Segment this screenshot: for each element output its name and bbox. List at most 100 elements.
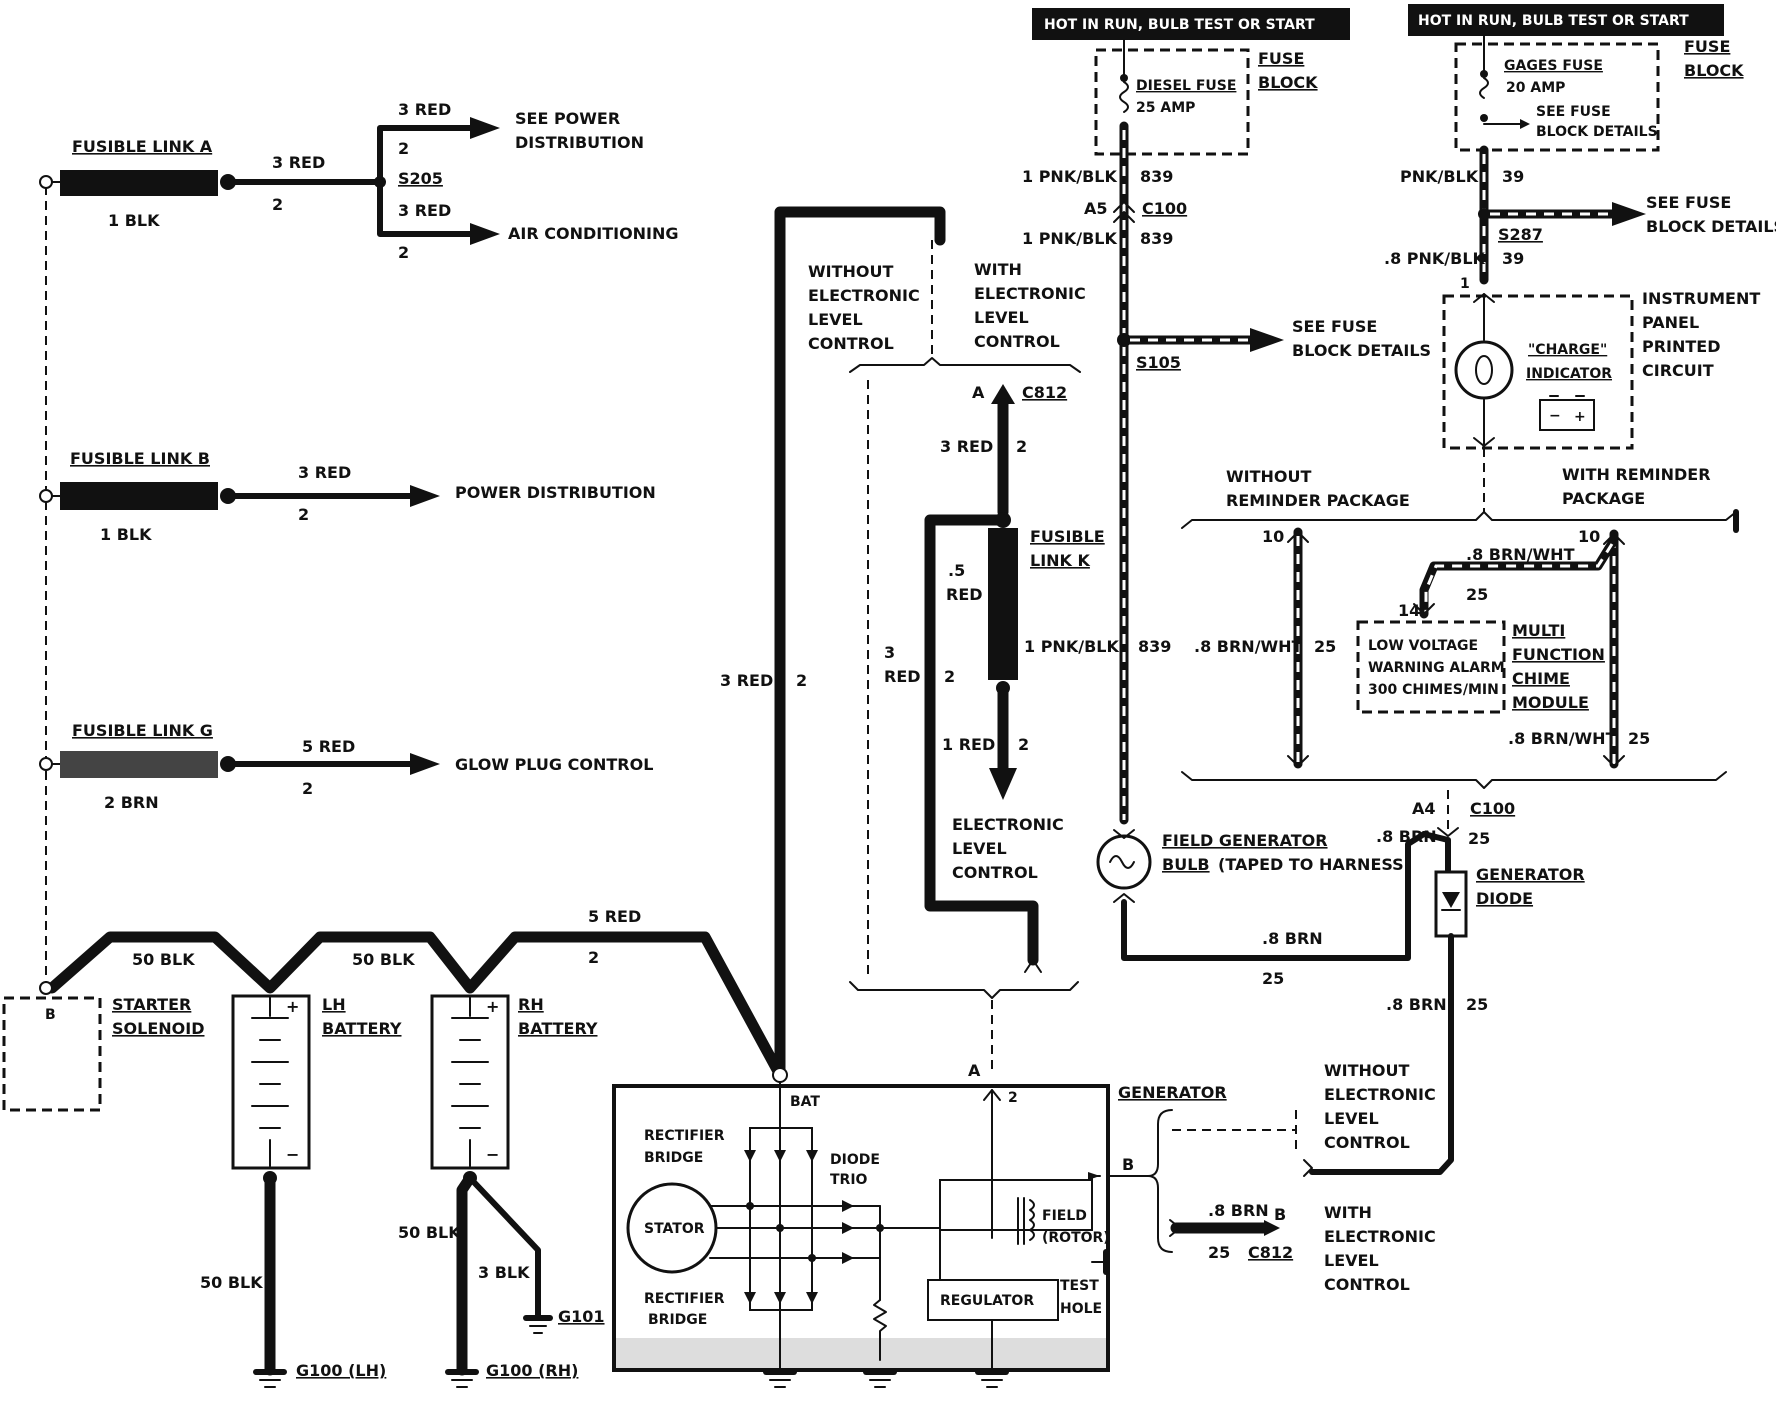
field-label-l1: FIELD: [1042, 1208, 1087, 1224]
see-power-distribution-l1: SEE POWER: [515, 109, 620, 128]
cable-50blk-2: 50 BLK: [352, 950, 415, 969]
generator-grounds: [763, 1309, 1009, 1388]
s287-dest-l1: SEE FUSE: [1646, 193, 1731, 212]
elc-with-l3: LEVEL: [974, 308, 1029, 327]
link-g-wire: 5 RED: [302, 737, 355, 756]
battery-icon: − +: [1539, 395, 1595, 431]
gen-diode-circuit: 25: [1466, 995, 1488, 1014]
lh-battery-label-l2: BATTERY: [322, 1019, 402, 1038]
c100-pin-a5: A5: [1084, 199, 1108, 218]
fusible-link-a: FUSIBLE LINK A 1 BLK 3 RED 2 S205 3 RED …: [39, 100, 679, 262]
rh-battery: + − RH BATTERY 50 BLK 3 BLK G100 (RH) G1…: [398, 994, 605, 1388]
link-b-wire: 3 RED: [298, 463, 351, 482]
glow-plug-control-dest: GLOW PLUG CONTROL: [455, 755, 653, 774]
electronic-level-control-section: WITHOUT ELECTRONIC LEVEL CONTROL WITH EL…: [808, 240, 1105, 1070]
diode-trio-l1: DIODE: [830, 1152, 880, 1168]
connector-c100-bottom: C100: [1470, 799, 1515, 818]
gen-b-with-l1: WITH: [1324, 1203, 1372, 1222]
gen-b-circuit: 25: [1208, 1243, 1230, 1262]
elc-dest-l1: ELECTRONIC: [952, 815, 1064, 834]
fusible-link-b-label: FUSIBLE LINK B: [70, 449, 210, 468]
link-a-circuit: 2: [272, 195, 283, 214]
diesel-wire-2-circuit: 839: [1140, 229, 1173, 248]
gen-pin-a: A: [968, 1061, 981, 1080]
rect-top-l1: RECTIFIER: [644, 1128, 725, 1144]
fusible-link-section: FUSIBLE LINK A 1 BLK 3 RED 2 S205 3 RED …: [39, 100, 679, 988]
power-distribution-dest: POWER DISTRIBUTION: [455, 483, 656, 502]
ipc-label-l2: PANEL: [1642, 313, 1699, 332]
stator-label: STATOR: [644, 1221, 705, 1237]
fusible-link-k-l2: LINK K: [1030, 551, 1091, 570]
lh-battery-label-l1: LH: [322, 995, 346, 1014]
see-power-distribution-l2: DISTRIBUTION: [515, 133, 644, 152]
gages-fuse-label: GAGES FUSE: [1504, 58, 1603, 74]
ground-g100-rh: G100 (RH): [486, 1361, 578, 1380]
reminder-pin-10-left: 10: [1262, 527, 1284, 546]
c100-pin-a4: A4: [1412, 799, 1436, 818]
diode-trio-l2: TRIO: [830, 1172, 868, 1188]
rect-bot-l1: RECTIFIER: [644, 1291, 725, 1307]
rh-ground-wire-2: 3 BLK: [478, 1263, 530, 1282]
rh-battery-label-l1: RH: [518, 995, 544, 1014]
diesel-fuse-amp: 25 AMP: [1136, 100, 1195, 116]
diesel-wire-3: 1 PNK/BLK: [1024, 637, 1119, 656]
reminder-wire-right: .8 BRN/WHT: [1508, 729, 1617, 748]
reminder-with-l2: PACKAGE: [1562, 489, 1645, 508]
chime-module-l3: CHIME: [1512, 669, 1570, 688]
charge-indicator-l1: "CHARGE": [1528, 342, 1607, 358]
lh-minus-sign: −: [286, 1145, 299, 1164]
link-a-wire: 3 RED: [272, 153, 325, 172]
connector-c812-top: C812: [1022, 383, 1067, 402]
connector-c812-bottom: C812: [1248, 1243, 1293, 1262]
elc-without-l4: CONTROL: [808, 334, 894, 353]
air-conditioning-dest: AIR CONDITIONING: [508, 224, 679, 243]
gen-b-with-l4: CONTROL: [1324, 1275, 1410, 1294]
s287-dest-l2: BLOCK DETAILS: [1646, 217, 1776, 236]
elc-wire-05-red: RED: [946, 585, 983, 604]
test-hole-l1: TEST: [1060, 1278, 1099, 1294]
gages-see-l1: SEE FUSE: [1536, 104, 1611, 120]
diesel-wire-3-circuit: 839: [1138, 637, 1171, 656]
lh-battery: + − LH BATTERY 50 BLK G100 (LH): [200, 994, 402, 1388]
diesel-wire-1: 1 PNK/BLK: [1022, 167, 1117, 186]
rect-top-l2: BRIDGE: [644, 1150, 703, 1166]
elc-without-l2: ELECTRONIC: [808, 286, 920, 305]
rh-battery-label-l2: BATTERY: [518, 1019, 598, 1038]
reminder-circuit-right: 25: [1628, 729, 1650, 748]
generator-label: GENERATOR: [1118, 1083, 1227, 1102]
gages-wire-2-circuit: 39: [1502, 249, 1524, 268]
battery-icon-plus: +: [1574, 409, 1586, 425]
elc-with-l1: WITH: [974, 260, 1022, 279]
ipc-label-l4: CIRCUIT: [1642, 361, 1714, 380]
gen-b-without-l2: ELECTRONIC: [1324, 1085, 1436, 1104]
generator-diode-circuit: A4 C100 .8 BRN 25 GENERATOR DIODE .8 BRN…: [1309, 790, 1585, 1175]
cable-50blk-1: 50 BLK: [132, 950, 195, 969]
c100-a4-wire: .8 BRN: [1376, 827, 1437, 846]
diesel-fuse-label: DIESEL FUSE: [1136, 78, 1236, 94]
rect-bot-l2: BRIDGE: [648, 1312, 707, 1328]
gen-bat-terminal: BAT: [790, 1094, 820, 1110]
rh-plus-sign: +: [486, 997, 499, 1016]
elc-wire-3red: 3 RED: [940, 437, 993, 456]
elc-without-l1: WITHOUT: [808, 262, 894, 281]
reminder-pin-10-right: 10: [1578, 527, 1600, 546]
alarm-label-l1: LOW VOLTAGE: [1368, 638, 1478, 654]
starter-label-l1: STARTER: [112, 995, 191, 1014]
cable-5red: 5 RED: [588, 907, 641, 926]
ground-g101: G101: [558, 1307, 605, 1326]
gages-fuse-block-l2: BLOCK: [1684, 61, 1744, 80]
elc-dest-l3: CONTROL: [952, 863, 1038, 882]
generator-b-terminal-options: .8 BRN B 25 C812 WITHOUT ELECTRONIC LEVE…: [1107, 1061, 1436, 1294]
hot-in-run-left: HOT IN RUN, BULB TEST OR START: [1044, 17, 1315, 33]
splice-s287: S287: [1498, 225, 1543, 244]
diesel-fuse-circuit: HOT IN RUN, BULB TEST OR START DIESEL FU…: [1022, 8, 1431, 988]
gages-wire-1: PNK/BLK: [1400, 167, 1479, 186]
cable-5red-circuit: 2: [588, 948, 599, 967]
elc-wire-1red: 1 RED: [942, 735, 995, 754]
elc-dest-l2: LEVEL: [952, 839, 1007, 858]
gages-see-l2: BLOCK DETAILS: [1536, 124, 1658, 140]
diesel-wire-2: 1 PNK/BLK: [1022, 229, 1117, 248]
ipc-label-l1: INSTRUMENT: [1642, 289, 1760, 308]
charge-indicator-l2: INDICATOR: [1526, 366, 1612, 382]
fusible-link-g: FUSIBLE LINK G 2 BRN 5 RED 2 GLOW PLUG C…: [39, 721, 653, 812]
